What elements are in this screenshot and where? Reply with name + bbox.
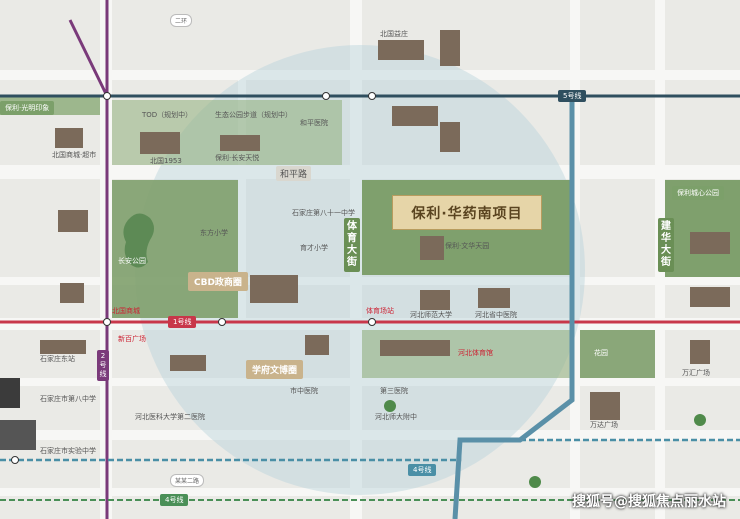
metro-line-1[interactable]: 1号线 <box>168 316 197 328</box>
metro-line-5[interactable]: 5号线 <box>558 90 587 102</box>
poi-dongzhan: 石家庄东站 <box>40 355 75 363</box>
poi-wanda: 万达广场 <box>590 421 618 429</box>
poi-park: 长安公园 <box>118 257 146 265</box>
poi-sanyuan: 第三医院 <box>380 387 408 395</box>
road-bottom: 某某二路 <box>170 474 205 487</box>
poi-beiguo: 北国商城·超市 <box>52 151 97 159</box>
poi-yiliao: 河北医科大学第二医院 <box>135 413 205 421</box>
poi-changan: 保利·长安天悦 <box>215 154 260 162</box>
project-title[interactable]: 保利·华药南项目 <box>392 195 542 230</box>
poi-hbsz: 河北师大附中 <box>375 413 417 421</box>
poi-gongyuan: 花园 <box>594 349 608 357</box>
poi-xiaoxue: 育才小学 <box>300 244 328 252</box>
district-academy[interactable]: 学府文博圈 <box>246 360 304 379</box>
road-heping: 和平路 <box>276 166 312 181</box>
label-ganghua: 保利城心公园 <box>672 186 724 200</box>
poi-sys: 市中医院 <box>290 387 318 395</box>
label-top-left: 保利·光明印象 <box>0 101 55 115</box>
road-jianhua: 建华大街 <box>658 218 674 272</box>
poi-yiwu: 石家庄市第八中学 <box>40 395 96 403</box>
metro-line-2[interactable]: 2号线 <box>97 350 109 381</box>
poi-shiyiyuan: 石家庄第八十一中学 <box>292 209 355 217</box>
label-jinghu: 北国益庄 <box>380 30 408 38</box>
poi-tod: TOD（规划中） <box>142 111 193 119</box>
poi-zhengfu: 和平医院 <box>300 119 328 127</box>
poi-hebei: 河北体育馆 <box>458 349 493 357</box>
poi-shifan: 河北师范大学 <box>410 311 452 319</box>
metro-line-4b[interactable]: 4号线 <box>160 494 189 506</box>
watermark: 搜狐号@搜狐焦点丽水站 <box>572 494 726 510</box>
poi-wanhui: 万汇广场 <box>682 369 710 377</box>
road-erhuan: 二环 <box>170 14 193 27</box>
station-beiguo: 北国商城 <box>112 307 140 315</box>
metro-line-4a[interactable]: 4号线 <box>408 464 437 476</box>
station-xinbaihuo: 新百广场 <box>118 335 146 343</box>
poi-hbdx: 河北省中医院 <box>475 311 517 319</box>
station-tiyu: 体育场站 <box>366 307 394 315</box>
district-cbd[interactable]: CBD政商圈 <box>188 272 248 291</box>
poi-bay: 北国1953 <box>150 157 182 165</box>
road-tiyu: 体育大街 <box>344 218 360 272</box>
poi-xiaoyi: 东方小学 <box>200 229 228 237</box>
poi-life: 生态公园步道（规划中） <box>215 111 292 119</box>
poi-baoli-wenhua: 保利·文华天园 <box>445 242 490 250</box>
poi-keji: 石家庄市实验中学 <box>40 447 96 455</box>
